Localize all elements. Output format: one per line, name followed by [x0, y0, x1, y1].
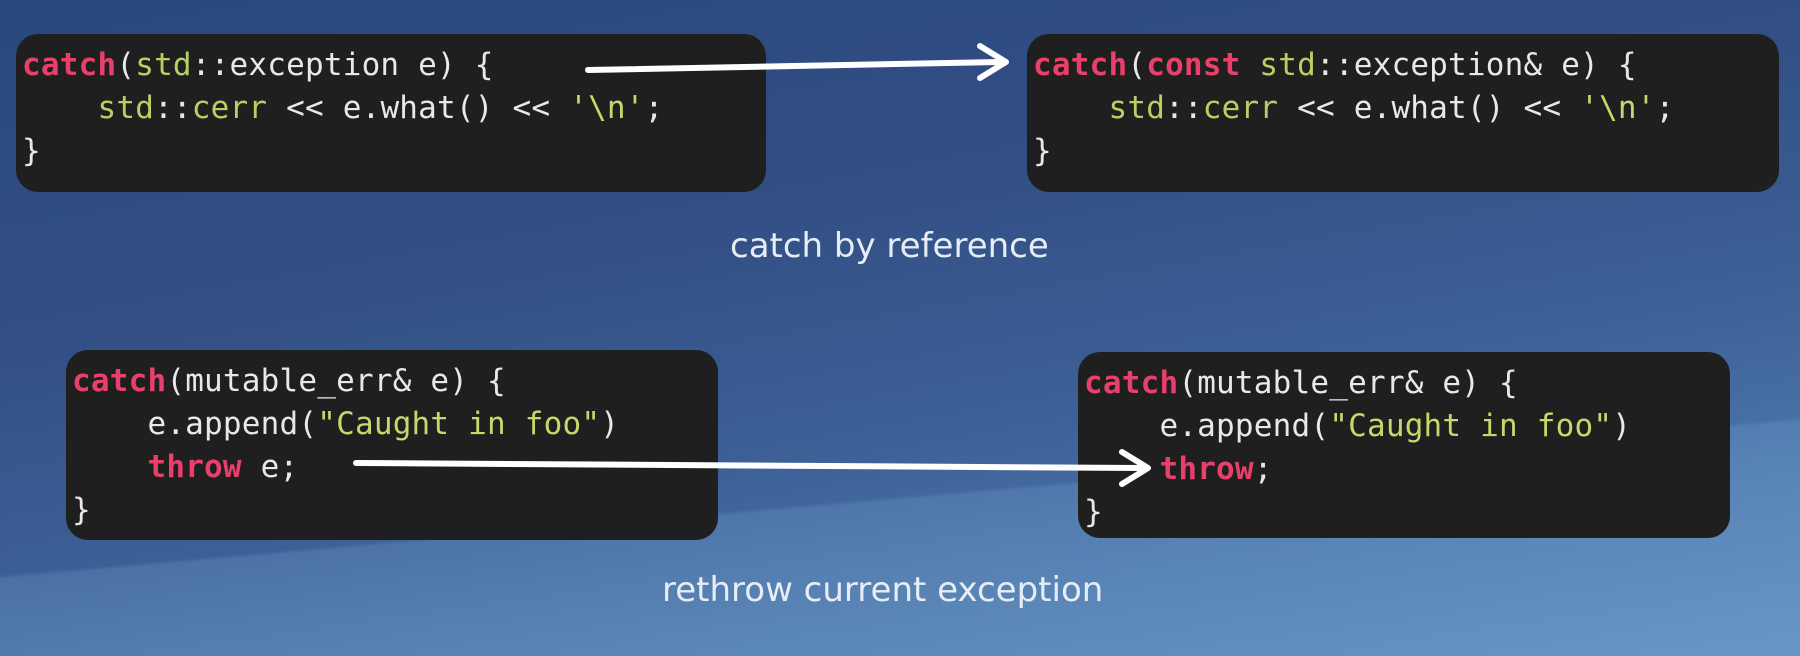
code-line: e.append("Caught in foo"): [72, 403, 718, 446]
code-token: ::exception& e) {: [1316, 47, 1637, 83]
code-line: std::cerr << e.what() << '\n';: [1033, 87, 1779, 130]
keyword-token: catch: [1033, 47, 1128, 83]
code-token: ;: [1655, 90, 1675, 126]
code-line: catch(mutable_err& e) {: [1084, 362, 1730, 405]
code-line: }: [72, 489, 718, 532]
type-token: std: [97, 90, 155, 126]
code-line: catch(mutable_err& e) {: [72, 360, 718, 403]
code-token: }: [1033, 133, 1052, 169]
keyword-token: throw: [147, 449, 242, 485]
caption-catch-by-reference: catch by reference: [730, 226, 1049, 266]
type-token: cerr: [191, 90, 268, 126]
code-token: ): [600, 406, 620, 442]
code-block-catch-by-const-ref: catch(const std::exception& e) { std::ce…: [1027, 34, 1779, 192]
code-token: (: [1127, 47, 1147, 83]
code-token: }: [1084, 494, 1103, 530]
string-token: '\n': [1580, 90, 1656, 126]
keyword-token: catch: [1084, 365, 1179, 401]
code-token: ): [1612, 408, 1632, 444]
code-line: }: [22, 130, 766, 173]
code-token: e;: [241, 449, 299, 485]
string-token: '\n': [569, 90, 645, 126]
code-line: catch(const std::exception& e) {: [1033, 44, 1779, 87]
code-token: ::exception e) {: [191, 47, 494, 83]
code-line: }: [1084, 491, 1730, 534]
keyword-token: throw: [1159, 451, 1254, 487]
code-block-rethrow: catch(mutable_err& e) { e.append("Caught…: [1078, 352, 1730, 538]
code-token: << e.what() <<: [1278, 90, 1581, 126]
code-token: (mutable_err& e) {: [166, 363, 506, 399]
type-token: cerr: [1202, 90, 1279, 126]
code-token: }: [22, 133, 41, 169]
code-token: ::: [154, 90, 192, 126]
code-line: e.append("Caught in foo"): [1084, 405, 1730, 448]
code-line: throw;: [1084, 448, 1730, 491]
string-token: "Caught in foo": [1329, 408, 1613, 444]
code-token: (mutable_err& e) {: [1178, 365, 1518, 401]
keyword-token: catch: [22, 47, 117, 83]
code-token: << e.what() <<: [267, 90, 570, 126]
code-token: e.append(: [72, 406, 318, 442]
code-token: ;: [644, 90, 664, 126]
arrow-bottom-icon: [353, 449, 1151, 487]
caption-rethrow-current-exception: rethrow current exception: [662, 570, 1104, 610]
code-token: e.append(: [1084, 408, 1330, 444]
code-line: }: [1033, 130, 1779, 173]
type-token: std: [1259, 47, 1316, 83]
code-token: }: [72, 492, 91, 528]
type-token: std: [135, 47, 192, 83]
string-token: "Caught in foo": [317, 406, 601, 442]
keyword-token: catch: [72, 363, 167, 399]
code-line: std::cerr << e.what() << '\n';: [22, 87, 766, 130]
arrow-top-icon: [585, 43, 1009, 81]
code-block-throw-copy: catch(mutable_err& e) { e.append("Caught…: [66, 350, 718, 540]
code-block-catch-by-value: catch(std::exception e) { std::cerr << e…: [16, 34, 766, 192]
type-token: std: [1108, 90, 1166, 126]
code-token: ::: [1165, 90, 1203, 126]
keyword-token: const: [1146, 47, 1241, 83]
code-token: (: [116, 47, 136, 83]
code-token: ;: [1253, 451, 1273, 487]
code-line: catch(std::exception e) {: [22, 44, 766, 87]
code-line: throw e;: [72, 446, 718, 489]
